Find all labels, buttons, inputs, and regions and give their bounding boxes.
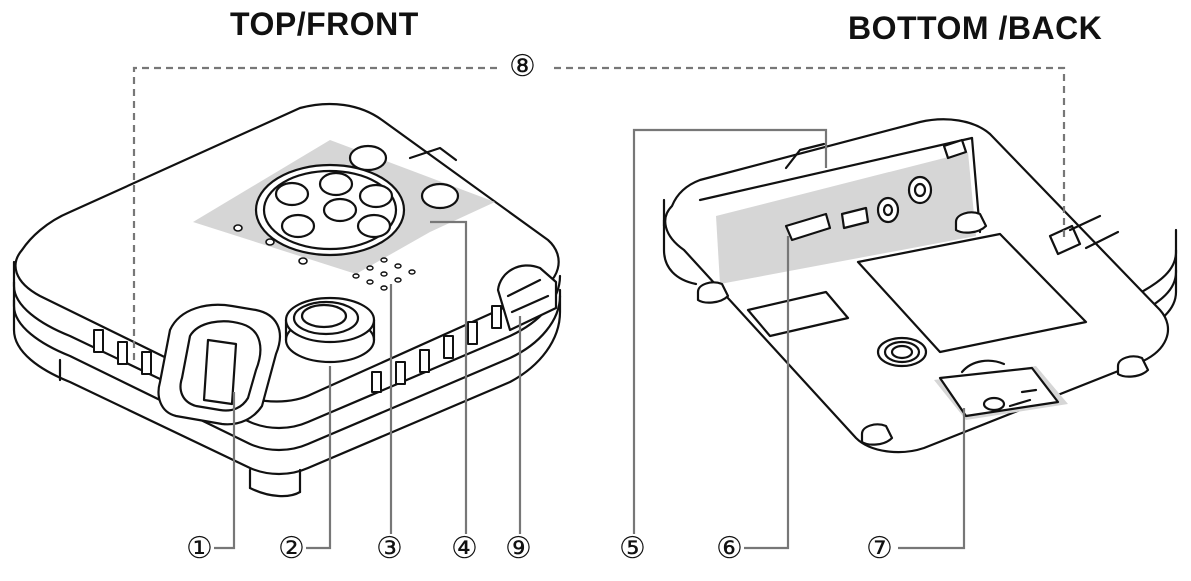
callout-9: ⑨ [505,531,532,566]
callout-2: ② [278,531,305,566]
callout-1: ① [186,531,213,566]
callout-3: ③ [376,531,403,566]
callout-4: ④ [451,531,478,566]
leader-lines [132,66,1066,550]
projector-top-front-view [12,102,562,498]
bottom-back-heading: BOTTOM /BACK [848,10,1103,46]
callout-7: ⑦ [866,531,893,566]
top-front-heading: TOP/FRONT [230,6,419,42]
projector-bottom-back-view [662,118,1178,454]
callout-5: ⑤ [619,531,646,566]
callout-6: ⑥ [716,531,743,566]
callout-8: ⑧ [509,49,536,84]
